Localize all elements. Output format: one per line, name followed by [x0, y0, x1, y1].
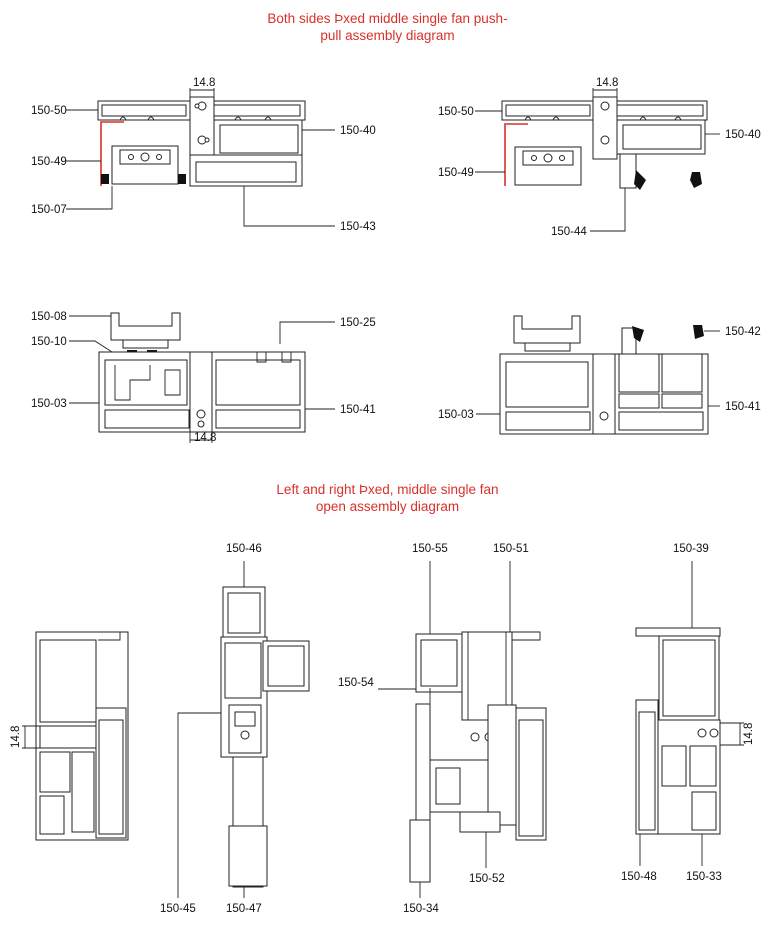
- open-diagram-title: Left and right Þxed, middle single fan o…: [0, 481, 775, 515]
- section-middle-left: 14.8 150-08 150-10 150-03 150-25 150-41: [31, 311, 376, 444]
- label-150-47: 150-47: [226, 903, 262, 915]
- label-150-54: 150-54: [338, 677, 374, 689]
- open-title-line-2: open assembly diagram: [315, 499, 460, 514]
- dimension-label: 14.8: [10, 726, 22, 748]
- open-title-line-1: Left and right Þxed, middle single fan: [276, 482, 499, 497]
- profile-150-08: [513, 315, 581, 344]
- label-150-52: 150-52: [469, 873, 505, 885]
- label-150-55: 150-55: [412, 543, 448, 555]
- label-150-39: 150-39: [673, 543, 709, 555]
- push-pull-diagram-title: Both sides Þxed middle single fan push- …: [0, 10, 775, 44]
- section-top-left: 14.8 150-50 150-49 150-07 150-40 150-43: [31, 77, 376, 233]
- dimension-label: 14.8: [194, 432, 216, 444]
- profile-150-08: [110, 312, 181, 341]
- seal-strip: [693, 325, 704, 339]
- label-150-44: 150-44: [551, 226, 587, 238]
- label-150-43: 150-43: [340, 221, 376, 233]
- label-150-42: 150-42: [725, 326, 761, 338]
- label-150-07: 150-07: [31, 204, 67, 216]
- section-top-right: 14.8 150-50 150-49 150-40 150-44: [438, 77, 761, 238]
- profile-150-52: [459, 811, 501, 833]
- label-150-49: 150-49: [438, 167, 474, 179]
- profile-150-39: [635, 627, 721, 637]
- profile-150-49-red: [504, 123, 528, 186]
- profile-150-42: [621, 327, 637, 355]
- profile-150-44: [619, 153, 637, 189]
- label-150-46: 150-46: [226, 543, 262, 555]
- mullion-profile: [189, 351, 213, 433]
- label-150-40: 150-40: [340, 125, 376, 137]
- section-bottom-2: 150-46 150-45 150-47: [160, 543, 310, 915]
- push-pull-title-line-1: Both sides Þxed middle single fan push-: [267, 11, 508, 26]
- label-150-03: 150-03: [438, 409, 474, 421]
- label-150-50: 150-50: [438, 106, 474, 118]
- label-150-08: 150-08: [31, 311, 67, 323]
- label-150-03: 150-03: [31, 398, 67, 410]
- dimension-label: 14.8: [743, 723, 755, 745]
- label-150-34: 150-34: [403, 903, 439, 915]
- label-150-50: 150-50: [31, 105, 67, 117]
- section-bottom-1: 14.8: [10, 631, 129, 841]
- section-middle-right: 150-42 150-03 150-41: [438, 315, 761, 435]
- dimension-label: 14.8: [596, 77, 618, 89]
- section-bottom-3: 150-55 150-51 150-54 150-52 150-34: [338, 543, 547, 915]
- label-150-51: 150-51: [493, 543, 529, 555]
- label-150-45: 150-45: [160, 903, 196, 915]
- mullion-profile: [592, 353, 616, 435]
- push-pull-title-line-2: pull assembly diagram: [320, 28, 455, 43]
- label-150-40: 150-40: [725, 129, 761, 141]
- profile-150-34: [415, 703, 431, 821]
- dimension-label: 14.8: [193, 77, 215, 89]
- label-150-25: 150-25: [340, 317, 376, 329]
- label-150-10: 150-10: [31, 336, 67, 348]
- profile-150-49-red: [100, 121, 124, 186]
- label-150-41: 150-41: [340, 404, 376, 416]
- label-150-33: 150-33: [686, 871, 722, 883]
- section-bottom-4: 14.8 150-39 150-48 150-33: [621, 543, 755, 883]
- label-150-48: 150-48: [621, 871, 657, 883]
- label-150-41: 150-41: [725, 401, 761, 413]
- label-150-49: 150-49: [31, 156, 67, 168]
- seal-strip: [690, 172, 702, 188]
